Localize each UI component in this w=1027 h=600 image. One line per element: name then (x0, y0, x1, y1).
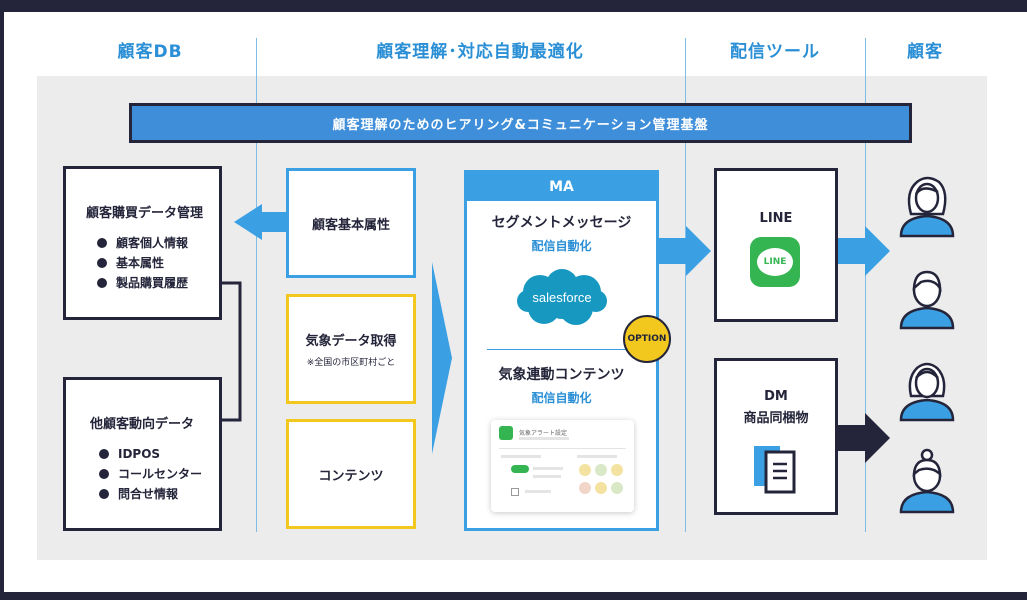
toggle-icon (511, 465, 529, 473)
segment-message-block: セグメントメッセージ 配信自動化 (467, 212, 656, 254)
trend-data-box: 他顧客動向データ IDPOS コールセンター 問合せ情報 (63, 377, 222, 531)
customer-person-icon (899, 362, 955, 422)
weather-content-sub: 配信自動化 (531, 391, 592, 405)
sticker-icon (595, 482, 607, 494)
sticker-icon (579, 464, 591, 476)
column-divider-3 (865, 38, 866, 532)
column-divider-2 (685, 38, 686, 532)
sources-to-ma-arrow (432, 262, 452, 454)
customer-person-icon (899, 448, 955, 514)
screenshot-placeholder-line (525, 490, 551, 493)
column-title-customer: 顧客 (907, 42, 943, 62)
ma-to-line-arrow (659, 226, 711, 276)
screenshot-divider (499, 448, 626, 449)
customer-person-icon (899, 270, 955, 330)
app-icon (499, 426, 513, 440)
weather-alert-screenshot: 気象アラート設定 (491, 420, 634, 512)
contents-label: コンテンツ (318, 468, 384, 484)
customer-attributes-box: 顧客基本属性 (286, 168, 416, 278)
list-item: 基本属性 (94, 253, 219, 273)
option-badge: OPTION (623, 315, 671, 363)
column-title-understanding: 顧客理解･対応自動最適化 (376, 42, 584, 62)
sticker-icon (611, 482, 623, 494)
trend-data-title: 他顧客動向データ (90, 417, 195, 432)
line-app-icon: LINE (750, 237, 800, 287)
salesforce-logo-text: salesforce (532, 290, 592, 305)
weather-content-title: 気象連動コンテンツ (498, 367, 625, 383)
screenshot-title: 気象アラート設定 (519, 430, 568, 437)
screenshot-placeholder-line (533, 467, 563, 470)
sticker-icon (579, 482, 591, 494)
attributes-to-db-arrow (234, 204, 286, 240)
sticker-icon (595, 464, 607, 476)
document-icon (754, 446, 796, 494)
weather-data-title: 気象データ取得 (305, 334, 397, 349)
screenshot-placeholder-line (501, 455, 541, 458)
segment-message-sub: 配信自動化 (531, 239, 592, 253)
line-to-customer-arrow (838, 226, 890, 276)
segment-message-title: セグメントメッセージ (491, 215, 632, 231)
weather-data-note: ※全国の市区町村ごと (306, 358, 396, 368)
line-title: LINE (759, 211, 793, 226)
customer-attributes-label: 顧客基本属性 (311, 217, 390, 233)
customer-person-icon (899, 176, 955, 238)
db-link-connector (220, 281, 242, 422)
column-title-customer-db: 顧客DB (117, 42, 183, 62)
checkbox-icon (511, 488, 519, 496)
frame-left-bar (0, 12, 4, 592)
list-item: 製品購買履歴 (94, 273, 219, 293)
dm-to-customer-arrow (838, 413, 890, 463)
column-title-delivery: 配信ツール (730, 42, 820, 62)
list-item: 顧客個人情報 (94, 233, 219, 253)
list-item: 問合せ情報 (96, 484, 219, 504)
weather-content-block: 気象連動コンテンツ 配信自動化 (467, 364, 656, 406)
trend-data-list: IDPOS コールセンター 問合せ情報 (90, 444, 219, 504)
purchase-data-box: 顧客購買データ管理 顧客個人情報 基本属性 製品購買履歴 (63, 166, 222, 320)
sticker-icon (611, 464, 623, 476)
ma-header: MA (467, 173, 656, 201)
purchase-data-list: 顧客個人情報 基本属性 製品購買履歴 (86, 233, 219, 293)
management-platform-banner: 顧客理解のためのヒアリング&コミュニケーション管理基盤 (129, 103, 912, 143)
purchase-data-title: 顧客購買データ管理 (86, 206, 204, 221)
line-icon-text: LINE (757, 248, 793, 276)
contents-box: コンテンツ (286, 419, 416, 529)
screenshot-placeholder-line (533, 475, 561, 478)
screenshot-placeholder-line (519, 437, 569, 440)
salesforce-logo-icon (517, 269, 607, 325)
list-item: IDPOS (96, 444, 219, 464)
weather-data-box: 気象データ取得 ※全国の市区町村ごと (286, 294, 416, 404)
frame-bottom-bar (0, 592, 1027, 600)
dm-subtitle: 商品同梱物 (743, 411, 809, 426)
dm-title: DM (764, 389, 788, 404)
frame-top-bar (0, 0, 1027, 12)
list-item: コールセンター (96, 464, 219, 484)
column-divider-1 (256, 38, 257, 532)
screenshot-placeholder-line (577, 455, 617, 458)
ma-divider (487, 349, 637, 350)
